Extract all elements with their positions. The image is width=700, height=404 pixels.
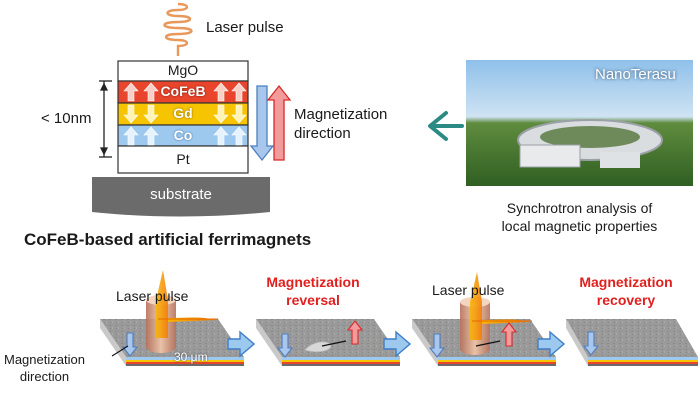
down-arrow-icon <box>249 85 275 162</box>
gd-label: Gd <box>173 105 193 121</box>
step-magnetization-recovery: Magnetization recovery <box>566 273 686 309</box>
up-arrow-icon <box>266 84 292 161</box>
laser-beam-2 <box>460 272 532 355</box>
bottom-magnetization-direction-label: Magnetization direction <box>4 351 85 385</box>
cofeb-label: CoFeB <box>160 83 206 99</box>
down-arrow-icon <box>582 331 600 356</box>
nanoterasu-label: NanoTerasu <box>595 66 676 83</box>
label-pointer <box>111 345 129 357</box>
slab-2 <box>256 319 400 366</box>
thickness-marker <box>99 80 112 158</box>
bottom-label-line-1: Magnetization <box>4 352 85 367</box>
synchrotron-caption: Synchrotron analysis of local magnetic p… <box>466 199 693 235</box>
substrate-block <box>92 177 270 217</box>
cofeb-up-arrows <box>123 82 247 102</box>
pt-label: Pt <box>176 151 190 167</box>
teal-left-arrow-icon <box>428 111 464 141</box>
layer-stack <box>117 60 249 174</box>
down-arrow-icon <box>276 333 294 358</box>
magnetization-direction-line-2: direction <box>294 125 351 142</box>
slab-down-arrows <box>121 331 600 358</box>
scale-bar-label: 30 μm <box>174 350 208 364</box>
co-up-arrows <box>123 126 247 146</box>
thickness-label: < 10nm <box>41 110 92 127</box>
recovery-line-2: recovery <box>596 292 656 308</box>
mgo-label: MgO <box>167 62 199 78</box>
slab-4 <box>566 319 698 366</box>
process-arrow-icon <box>383 330 412 358</box>
domain-pointer <box>321 340 347 347</box>
reversal-line-2: reversal <box>286 292 340 308</box>
pt-layer <box>117 145 249 174</box>
magnetization-direction-line-1: Magnetization <box>294 106 388 123</box>
process-arrows <box>227 330 566 358</box>
nanoterasu-photo <box>466 60 693 186</box>
laser-pulse-squiggle <box>163 2 193 56</box>
bottom-label-line-2: direction <box>19 369 70 384</box>
step-magnetization-reversal: Magnetization reversal <box>258 273 368 309</box>
magnetization-direction-arrows <box>249 84 292 162</box>
process-arrow-icon <box>227 330 256 358</box>
main-title: CoFeB-based artificial ferrimagnets <box>24 230 312 249</box>
step-laser-pulse-1: Laser pulse <box>116 288 189 304</box>
process-arrow-icon <box>537 330 566 358</box>
gd-down-arrows <box>123 104 247 124</box>
reversal-line-1: Magnetization <box>266 274 360 290</box>
synchrotron-caption-line-2: local magnetic properties <box>501 218 658 234</box>
domain-pointer <box>475 340 501 347</box>
magnetization-direction-label: Magnetization direction <box>294 105 387 143</box>
laser-pulse-label: Laser pulse <box>206 19 284 36</box>
substrate-label: substrate <box>150 186 212 203</box>
synchrotron-caption-line-1: Synchrotron analysis of <box>506 200 653 216</box>
laser-beam-1 <box>146 270 218 353</box>
up-arrow-icon <box>500 322 518 347</box>
recovery-line-1: Magnetization <box>579 274 673 290</box>
up-arrow-icon <box>346 320 364 345</box>
step-laser-pulse-2: Laser pulse <box>432 282 505 298</box>
co-label: Co <box>173 127 193 143</box>
down-arrow-icon <box>428 333 446 358</box>
